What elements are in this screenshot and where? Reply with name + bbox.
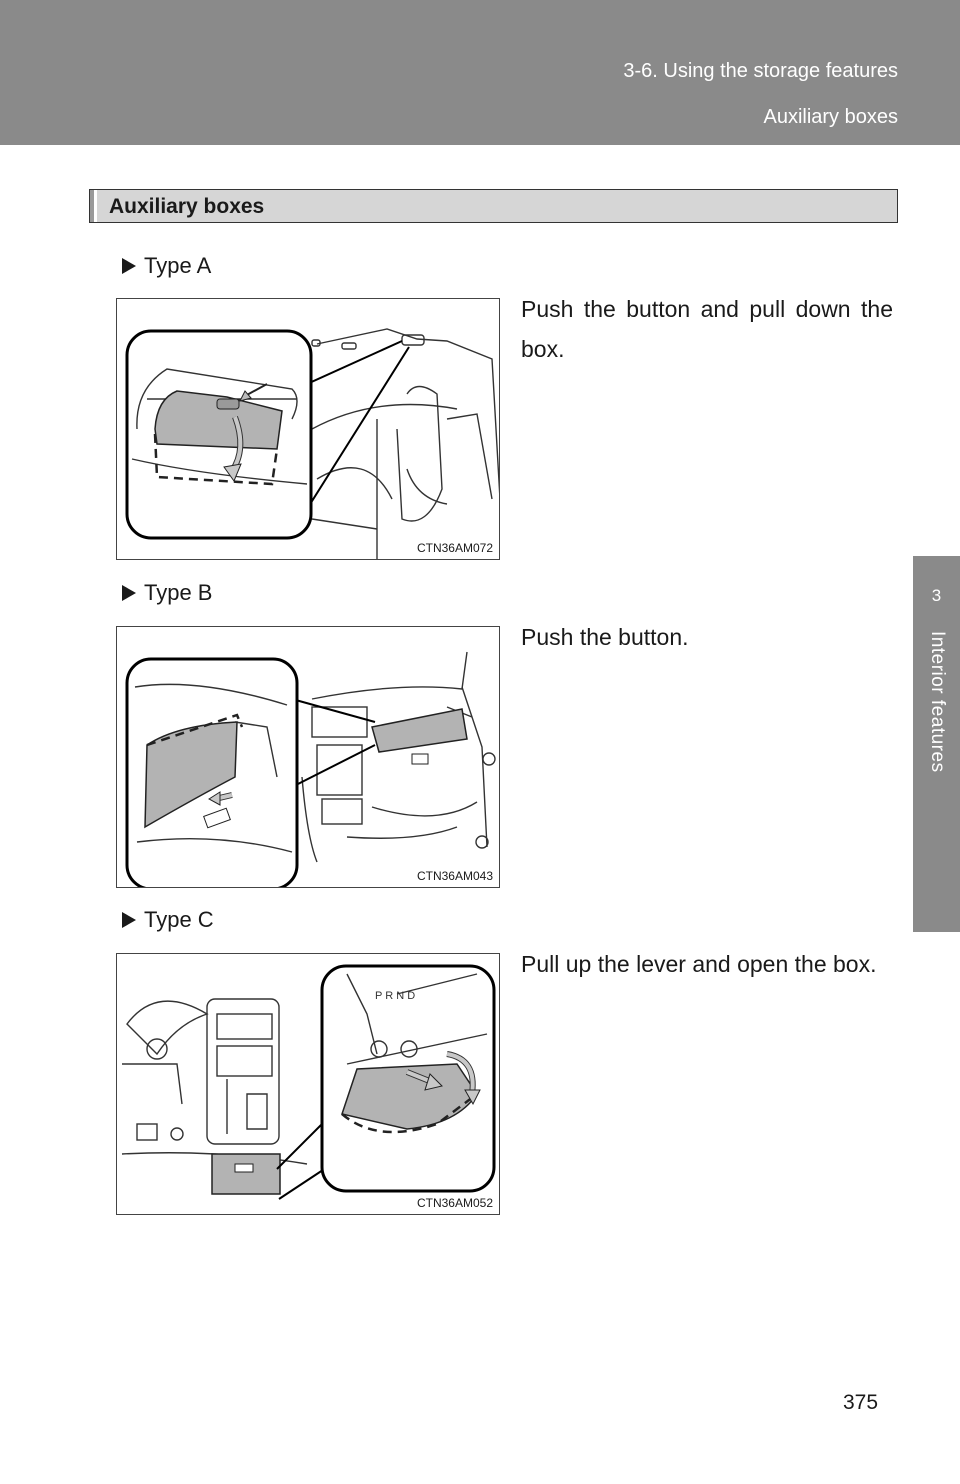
type-a-illustration: CTN36AM072	[116, 298, 500, 560]
chapter-side-tab: 3 Interior features	[913, 556, 960, 932]
type-b-illustration: CTN36AM043	[116, 626, 500, 888]
figure-code: CTN36AM072	[416, 541, 493, 555]
type-b-description: Push the button.	[521, 624, 689, 650]
section-heading-text: Auxiliary boxes	[109, 195, 265, 218]
chapter-number: 3	[931, 586, 942, 605]
overhead-box-illustration	[125, 328, 499, 559]
type-a-label: Type A	[122, 253, 211, 279]
glove-box-illustration	[125, 651, 496, 887]
figure-code: CTN36AM052	[416, 1196, 493, 1210]
chapter-title: 3-6. Using the storage features	[623, 60, 898, 82]
page-number: 375	[843, 1391, 879, 1414]
triangle-bullet-icon	[122, 912, 136, 928]
page-header: 3-6. Using the storage features Auxiliar…	[0, 0, 960, 145]
section-heading: Auxiliary boxes	[89, 189, 898, 223]
type-c-description: Pull up the lever and open the box.	[521, 951, 877, 977]
type-a-description: Push the button and pull down the box.	[521, 296, 893, 362]
type-b-label: Type B	[122, 580, 212, 606]
triangle-bullet-icon	[122, 585, 136, 601]
type-c-label: Type C	[122, 907, 214, 933]
figure-code: CTN36AM043	[416, 869, 493, 883]
chapter-label: Interior features	[927, 631, 948, 773]
center-console-box-illustration: P R N D	[121, 964, 496, 1200]
triangle-bullet-icon	[122, 258, 136, 274]
type-c-illustration: P R N D CTN36AM052	[116, 953, 500, 1215]
svg-text:P R N D: P R N D	[375, 990, 415, 1002]
section-subtitle: Auxiliary boxes	[763, 106, 898, 128]
